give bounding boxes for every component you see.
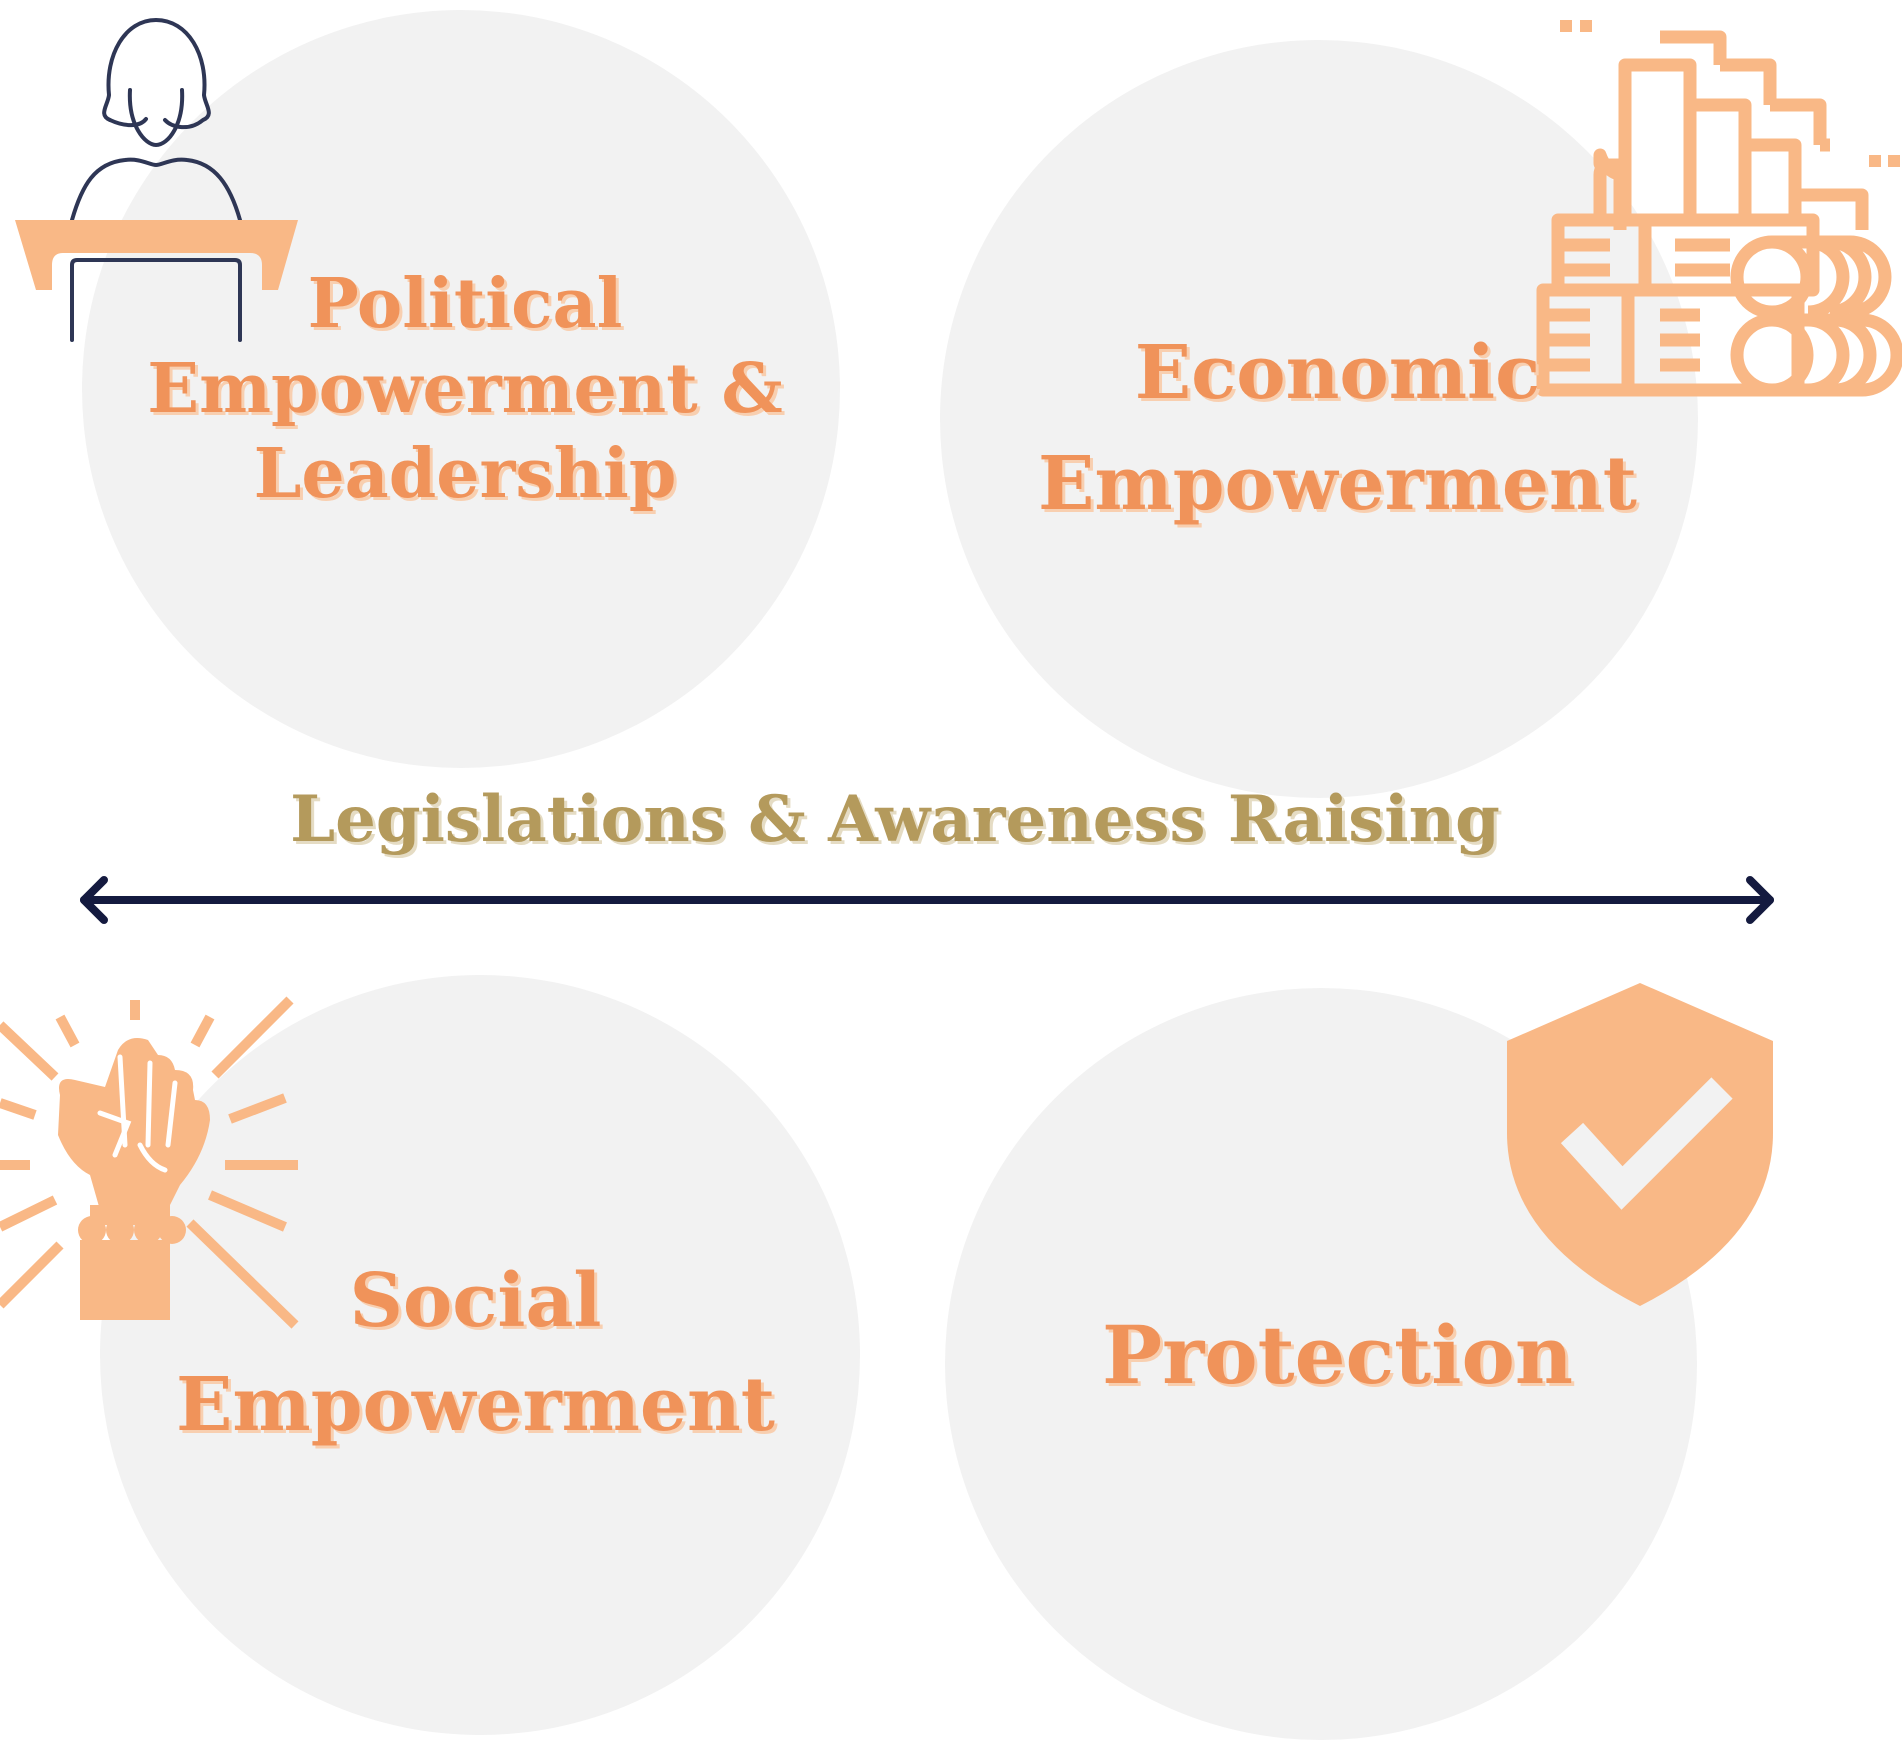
double-headed-arrow bbox=[80, 876, 1774, 924]
protection-label: Protection bbox=[1010, 1305, 1665, 1405]
economic-label-line-2: Empowerment bbox=[1038, 441, 1637, 527]
economic-label: Economic Empowerment bbox=[1010, 318, 1665, 540]
political-label: Political Empowerment & Leadership bbox=[130, 262, 800, 517]
protection-label-line-1: Protection bbox=[1101, 1308, 1574, 1402]
raised-fist-icon bbox=[0, 996, 299, 1329]
social-circle bbox=[100, 975, 860, 1735]
social-label-line-1: Social bbox=[349, 1258, 602, 1344]
economic-circle bbox=[940, 40, 1698, 798]
political-circle bbox=[82, 10, 840, 768]
stacked-money-coins-icon bbox=[1536, 20, 1902, 397]
political-label-line-3: Leadership bbox=[253, 434, 677, 514]
social-label-line-2: Empowerment bbox=[176, 1361, 775, 1448]
shield-check-icon bbox=[1507, 983, 1773, 1306]
political-label-line-1: Political bbox=[307, 264, 623, 344]
speaker-at-podium-icon bbox=[15, 18, 298, 342]
social-label: Social Empowerment bbox=[148, 1250, 803, 1457]
political-label-line-2: Empowerment & bbox=[147, 349, 783, 429]
center-label: Legislations & Awareness Raising bbox=[290, 782, 1500, 857]
economic-label-line-1: Economic bbox=[1134, 330, 1541, 416]
